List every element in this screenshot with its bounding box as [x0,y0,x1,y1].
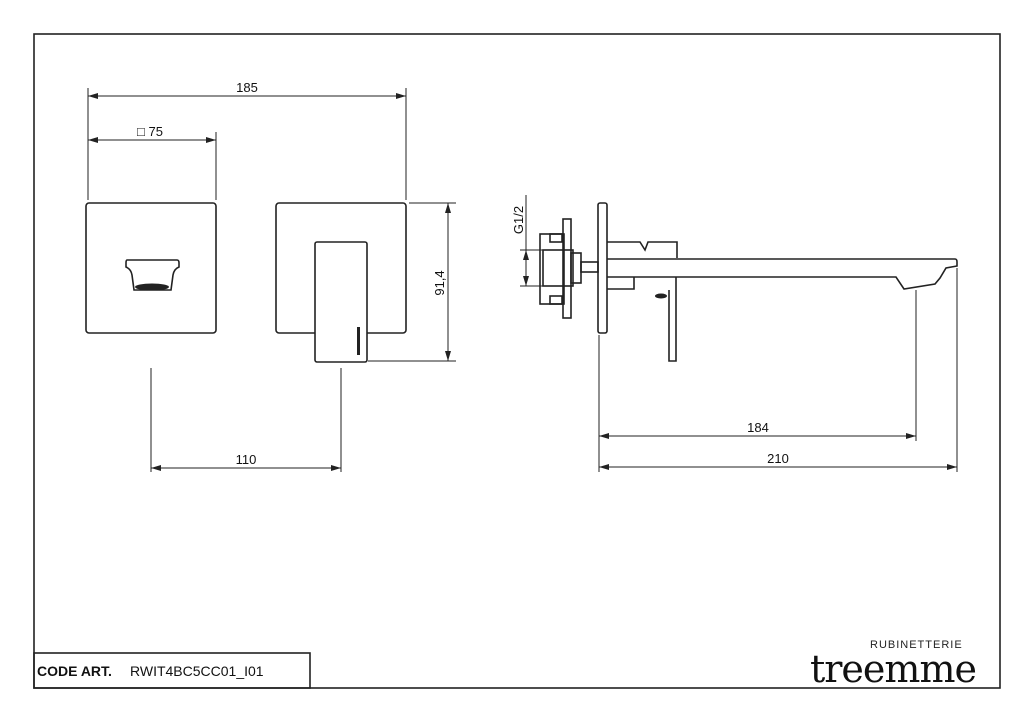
dimension-overall-width: 185 [87,80,407,200]
code-art-label: CODE ART. [37,663,112,679]
dim-g1-2-label: G1/2 [511,206,526,234]
brand-logo: treemme [810,647,977,691]
dim-110-label: 110 [236,452,257,467]
dim-210-label: 210 [767,451,789,466]
dimension-spout-reach: 184 [598,290,917,472]
spout-plate-front-view [85,202,217,334]
dimension-thread: G1/2 [511,195,543,287]
brand-subtitle: RUBINETTERIE [870,639,963,651]
title-block [33,652,311,689]
dimension-plate-size: □ 75 [88,124,217,200]
drawing-border [33,33,1001,689]
dim-91-4-label: 91,4 [432,270,447,295]
code-art-value: RWIT4BC5CC01_I01 [130,663,264,679]
dimension-spacing: 110 [150,368,342,472]
dim-184-label: 184 [747,420,769,435]
dim-185-label: 185 [236,80,258,95]
mixer-plate-front-view [275,202,407,363]
dimension-total-depth: 210 [599,268,958,472]
dimension-height: 91,4 [368,202,456,362]
side-view [539,202,958,362]
dim-75-label: □ 75 [137,124,163,139]
